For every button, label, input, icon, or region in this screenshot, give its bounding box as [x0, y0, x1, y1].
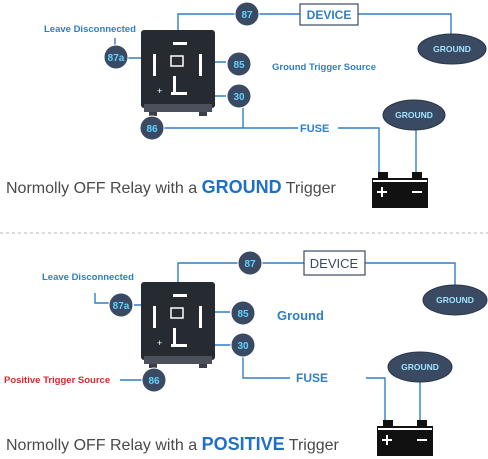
bottom-pin-86	[141, 367, 167, 393]
bottom-wire-fuse-battery	[366, 377, 386, 420]
bottom-caption: Normolly OFF Relay with a POSITIVE Trigg…	[6, 434, 340, 454]
top-fuse-label: FUSE	[300, 123, 329, 135]
top-caption-before: Normolly OFF Relay with a	[6, 180, 202, 197]
bottom-device-ground-label: GROUND	[436, 295, 474, 305]
top-device-ground-label: GROUND	[433, 44, 471, 54]
bottom-wire-30-fuse	[242, 357, 290, 379]
bottom-battery-icon	[377, 420, 433, 456]
bottom-pin-86-label: 86	[148, 376, 160, 387]
top-pin-85	[226, 51, 252, 77]
top-wire-fuse-battery	[338, 127, 380, 172]
bottom-pin-85-label: 85	[237, 309, 249, 320]
top-diagram: DEVICE GROUND GROUND 87 87a 85 30 86 Lea…	[6, 1, 487, 208]
bottom-battery-ground-label: GROUND	[401, 362, 439, 372]
top-device-ground-icon	[417, 33, 487, 65]
bottom-caption-after: Trigger	[285, 437, 340, 454]
bottom-fuse-label: FUSE	[296, 371, 328, 385]
bottom-battery-ground-icon	[387, 351, 453, 383]
top-battery-icon	[372, 172, 428, 208]
bottom-label-85: Ground	[277, 308, 324, 323]
top-battery-ground-icon	[382, 99, 446, 131]
top-pin-87	[234, 1, 260, 27]
bottom-pin-30	[230, 332, 256, 358]
bottom-pin-87	[237, 250, 263, 276]
bottom-relay-icon	[140, 281, 216, 369]
top-pin-87a	[103, 44, 129, 70]
bottom-pin-85	[230, 300, 256, 326]
top-relay-icon	[140, 29, 216, 117]
top-pin-30	[226, 83, 252, 109]
top-pin-85-label: 85	[233, 60, 245, 71]
bottom-pin-87a	[108, 292, 134, 318]
bottom-pin-87a-label: 87a	[113, 301, 130, 312]
top-caption-strong: GROUND	[202, 177, 282, 197]
bottom-wire-87a	[94, 293, 110, 304]
top-device-label: DEVICE	[307, 8, 352, 22]
bottom-trigger-86-label: Positive Trigger Source	[4, 375, 110, 386]
bottom-wire-device-ground	[365, 262, 456, 287]
bottom-pin-87-label: 87	[244, 259, 256, 270]
bottom-device-ground-icon	[422, 284, 488, 316]
top-pin-87a-label: 87a	[108, 53, 125, 64]
top-pin-86	[139, 115, 165, 141]
top-pin-30-label: 30	[233, 92, 245, 103]
bottom-caption-before: Normolly OFF Relay with a	[6, 437, 202, 454]
top-leave-disconnected-label: Leave Disconnected	[44, 24, 136, 35]
top-wire-device-ground	[358, 13, 452, 36]
bottom-caption-strong: POSITIVE	[202, 434, 285, 454]
bottom-device-label: DEVICE	[310, 256, 359, 271]
top-battery-ground-label: GROUND	[395, 110, 433, 120]
top-device-box	[299, 3, 359, 26]
top-pin-86-label: 86	[146, 124, 158, 135]
top-caption: Normolly OFF Relay with a GROUND Trigger	[6, 177, 337, 197]
top-caption-after: Trigger	[282, 180, 337, 197]
top-trigger-85-label: Ground Trigger Source	[272, 62, 376, 73]
bottom-device-box	[303, 250, 366, 276]
bottom-pin-30-label: 30	[237, 341, 249, 352]
top-pin-87-label: 87	[241, 10, 253, 21]
bottom-diagram: DEVICE GROUND GROUND 87 87a 85 30 86 Lea…	[4, 250, 488, 456]
bottom-leave-disconnected-label: Leave Disconnected	[42, 272, 134, 283]
